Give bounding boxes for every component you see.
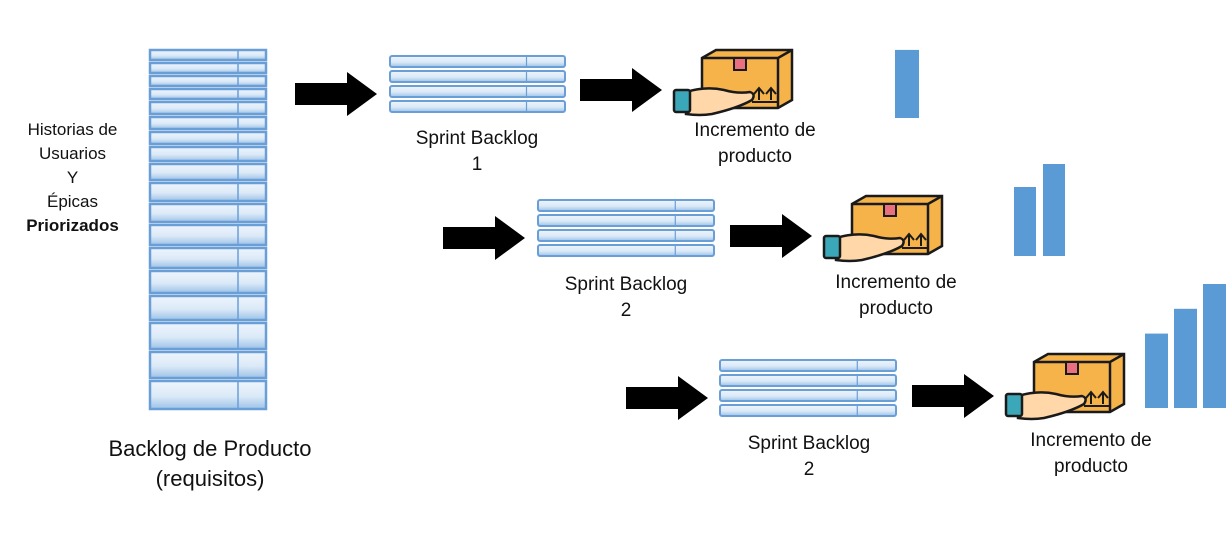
arrow-right-icon [580,68,662,112]
backlog-stack-slab [148,294,268,322]
user-stories-label: Historias de Usuarios Y Épicas Priorizad… [0,118,145,238]
increment-label-3: Incremento de producto [996,428,1186,480]
backlog-stack-slab [148,269,268,295]
package-hand-icon [672,48,794,117]
growth-bars-icon [1014,164,1065,256]
backlog-stack-icon [537,199,715,257]
growth-bar [1014,187,1036,256]
increment-label-2: Incremento de producto [801,270,991,322]
arrow-right-icon [912,374,994,418]
growth-bar [895,49,919,118]
arrow-right-icon [730,214,812,258]
side-text-line2: Usuarios [38,144,107,163]
backlog-stack-icon [389,55,566,113]
growth-bar [1043,164,1065,256]
backlog-stack-slab [148,74,268,88]
sprint-backlog-label-3: Sprint Backlog 2 [709,431,909,483]
backlog-stack-icon [719,359,897,417]
growth-bar [1174,308,1197,408]
increment-line1: Incremento de [694,120,816,141]
product-backlog-title: Backlog de Producto [108,436,312,461]
package-hand-icon [1004,352,1126,421]
backlog-stack-slab [148,350,268,380]
arrow-right-icon [295,72,377,116]
backlog-stack-slab [148,100,268,116]
sprint-backlog-label-1: Sprint Backlog 1 [377,126,577,178]
backlog-stack-slab [148,321,268,351]
backlog-stack-slab [148,61,268,75]
increment-line1: Incremento de [835,272,957,293]
backlog-stack-slab [148,48,268,62]
backlog-stack-slab [148,130,268,146]
backlog-stack-slab [148,181,268,203]
sprint-backlog-number: 2 [803,459,815,480]
increment-line2: producto [718,146,792,167]
growth-bar [1203,284,1226,408]
sprint-backlog-number: 1 [471,154,483,175]
package-hand-icon [822,194,944,263]
side-text-line5: Priorizados [26,216,119,235]
backlog-stack-slab [148,162,268,182]
sprint-backlog-title: Sprint Backlog [415,128,539,149]
backlog-stack-slab [148,115,268,131]
growth-bars-icon [895,49,919,118]
product-backlog-subtitle: (requisitos) [155,466,265,491]
growth-bar [1145,333,1168,408]
backlog-stack-slab [148,145,268,163]
backlog-stack-slab [148,202,268,224]
increment-label-1: Incremento de producto [660,118,850,170]
increment-line2: producto [1054,456,1128,477]
backlog-stack-slab [148,87,268,101]
sprint-backlog-title: Sprint Backlog [747,433,871,454]
side-text-line1: Historias de [27,120,118,139]
backlog-stack-slab [148,379,268,411]
side-text-line4: Épicas [46,192,99,211]
backlog-stack-slab [148,223,268,247]
product-backlog-label: Backlog de Producto (requisitos) [80,434,340,494]
side-text-line3: Y [66,168,79,187]
increment-line1: Incremento de [1030,430,1152,451]
backlog-stack-slab [148,246,268,270]
sprint-backlog-label-2: Sprint Backlog 2 [526,272,726,324]
sprint-backlog-title: Sprint Backlog [564,274,688,295]
increment-line2: producto [859,298,933,319]
arrow-right-icon [443,216,525,260]
arrow-right-icon [626,376,708,420]
sprint-backlog-number: 2 [620,300,632,321]
growth-bars-icon [1145,284,1226,408]
